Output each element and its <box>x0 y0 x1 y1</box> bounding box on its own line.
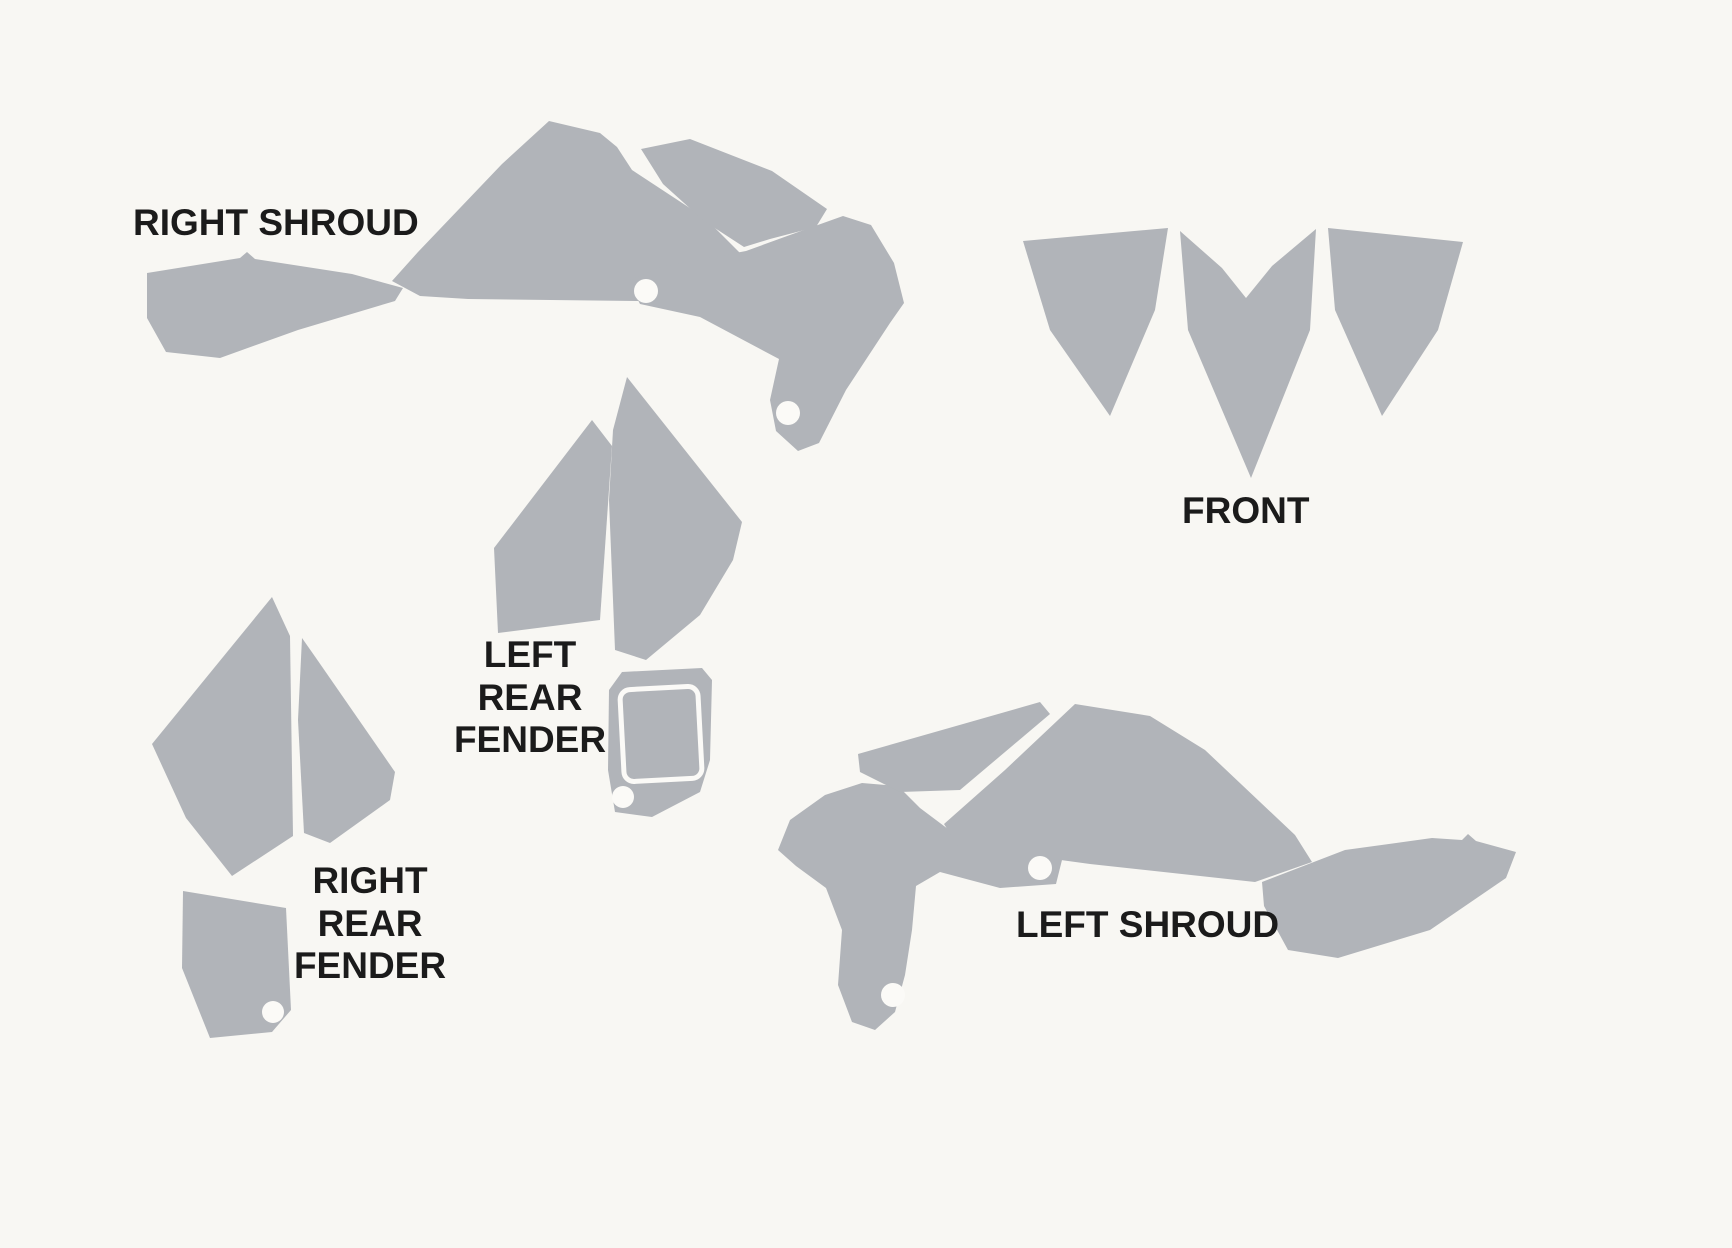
right-shroud-bolt-hole-2 <box>776 401 800 425</box>
left-rear-fender-cutout-outline <box>617 684 705 784</box>
right-shroud-shapes <box>147 121 904 451</box>
left-rear-fender-bolt-hole <box>612 786 634 808</box>
front-left-shape <box>1023 228 1168 416</box>
right-rear-fender-shapes <box>152 597 395 1038</box>
front-center-shape <box>1180 229 1316 478</box>
right-shroud-label: RIGHT SHROUD <box>133 202 419 243</box>
left-rear-fender-shapes <box>494 377 742 817</box>
left-shroud-main-shape <box>944 704 1312 882</box>
right-rear-fender-right-shape <box>298 638 395 843</box>
front-label: FRONT <box>1182 490 1310 531</box>
left-shroud-bolt-hole-1 <box>1028 856 1052 880</box>
right-rear-fender-main-shape <box>152 597 293 876</box>
left-rear-fender-right-shape <box>609 377 742 660</box>
right-shroud-upper-shape <box>641 139 827 247</box>
left-shroud-bolt-hole-2 <box>881 983 905 1007</box>
right-shroud-bolt-hole-1 <box>634 279 658 303</box>
front-right-shape <box>1328 228 1463 416</box>
right-shroud-left-wing-shape <box>147 252 403 358</box>
left-shroud-right-wing-shape <box>1262 834 1516 958</box>
left-shroud-shapes <box>778 702 1516 1030</box>
right-shroud-lower-shape <box>628 216 904 451</box>
front-shapes <box>1023 228 1463 478</box>
right-rear-fender-bottom-shape <box>182 891 291 1038</box>
right-rear-fender-label: RIGHT REAR FENDER <box>293 860 447 987</box>
left-rear-fender-left-shape <box>494 420 612 633</box>
left-shroud-label: LEFT SHROUD <box>1016 904 1280 945</box>
left-shroud-upper-shape <box>858 702 1050 792</box>
right-shroud-main-shape <box>392 121 740 301</box>
right-rear-fender-bolt-hole <box>262 1001 284 1023</box>
left-rear-fender-label: LEFT REAR FENDER <box>453 634 607 761</box>
